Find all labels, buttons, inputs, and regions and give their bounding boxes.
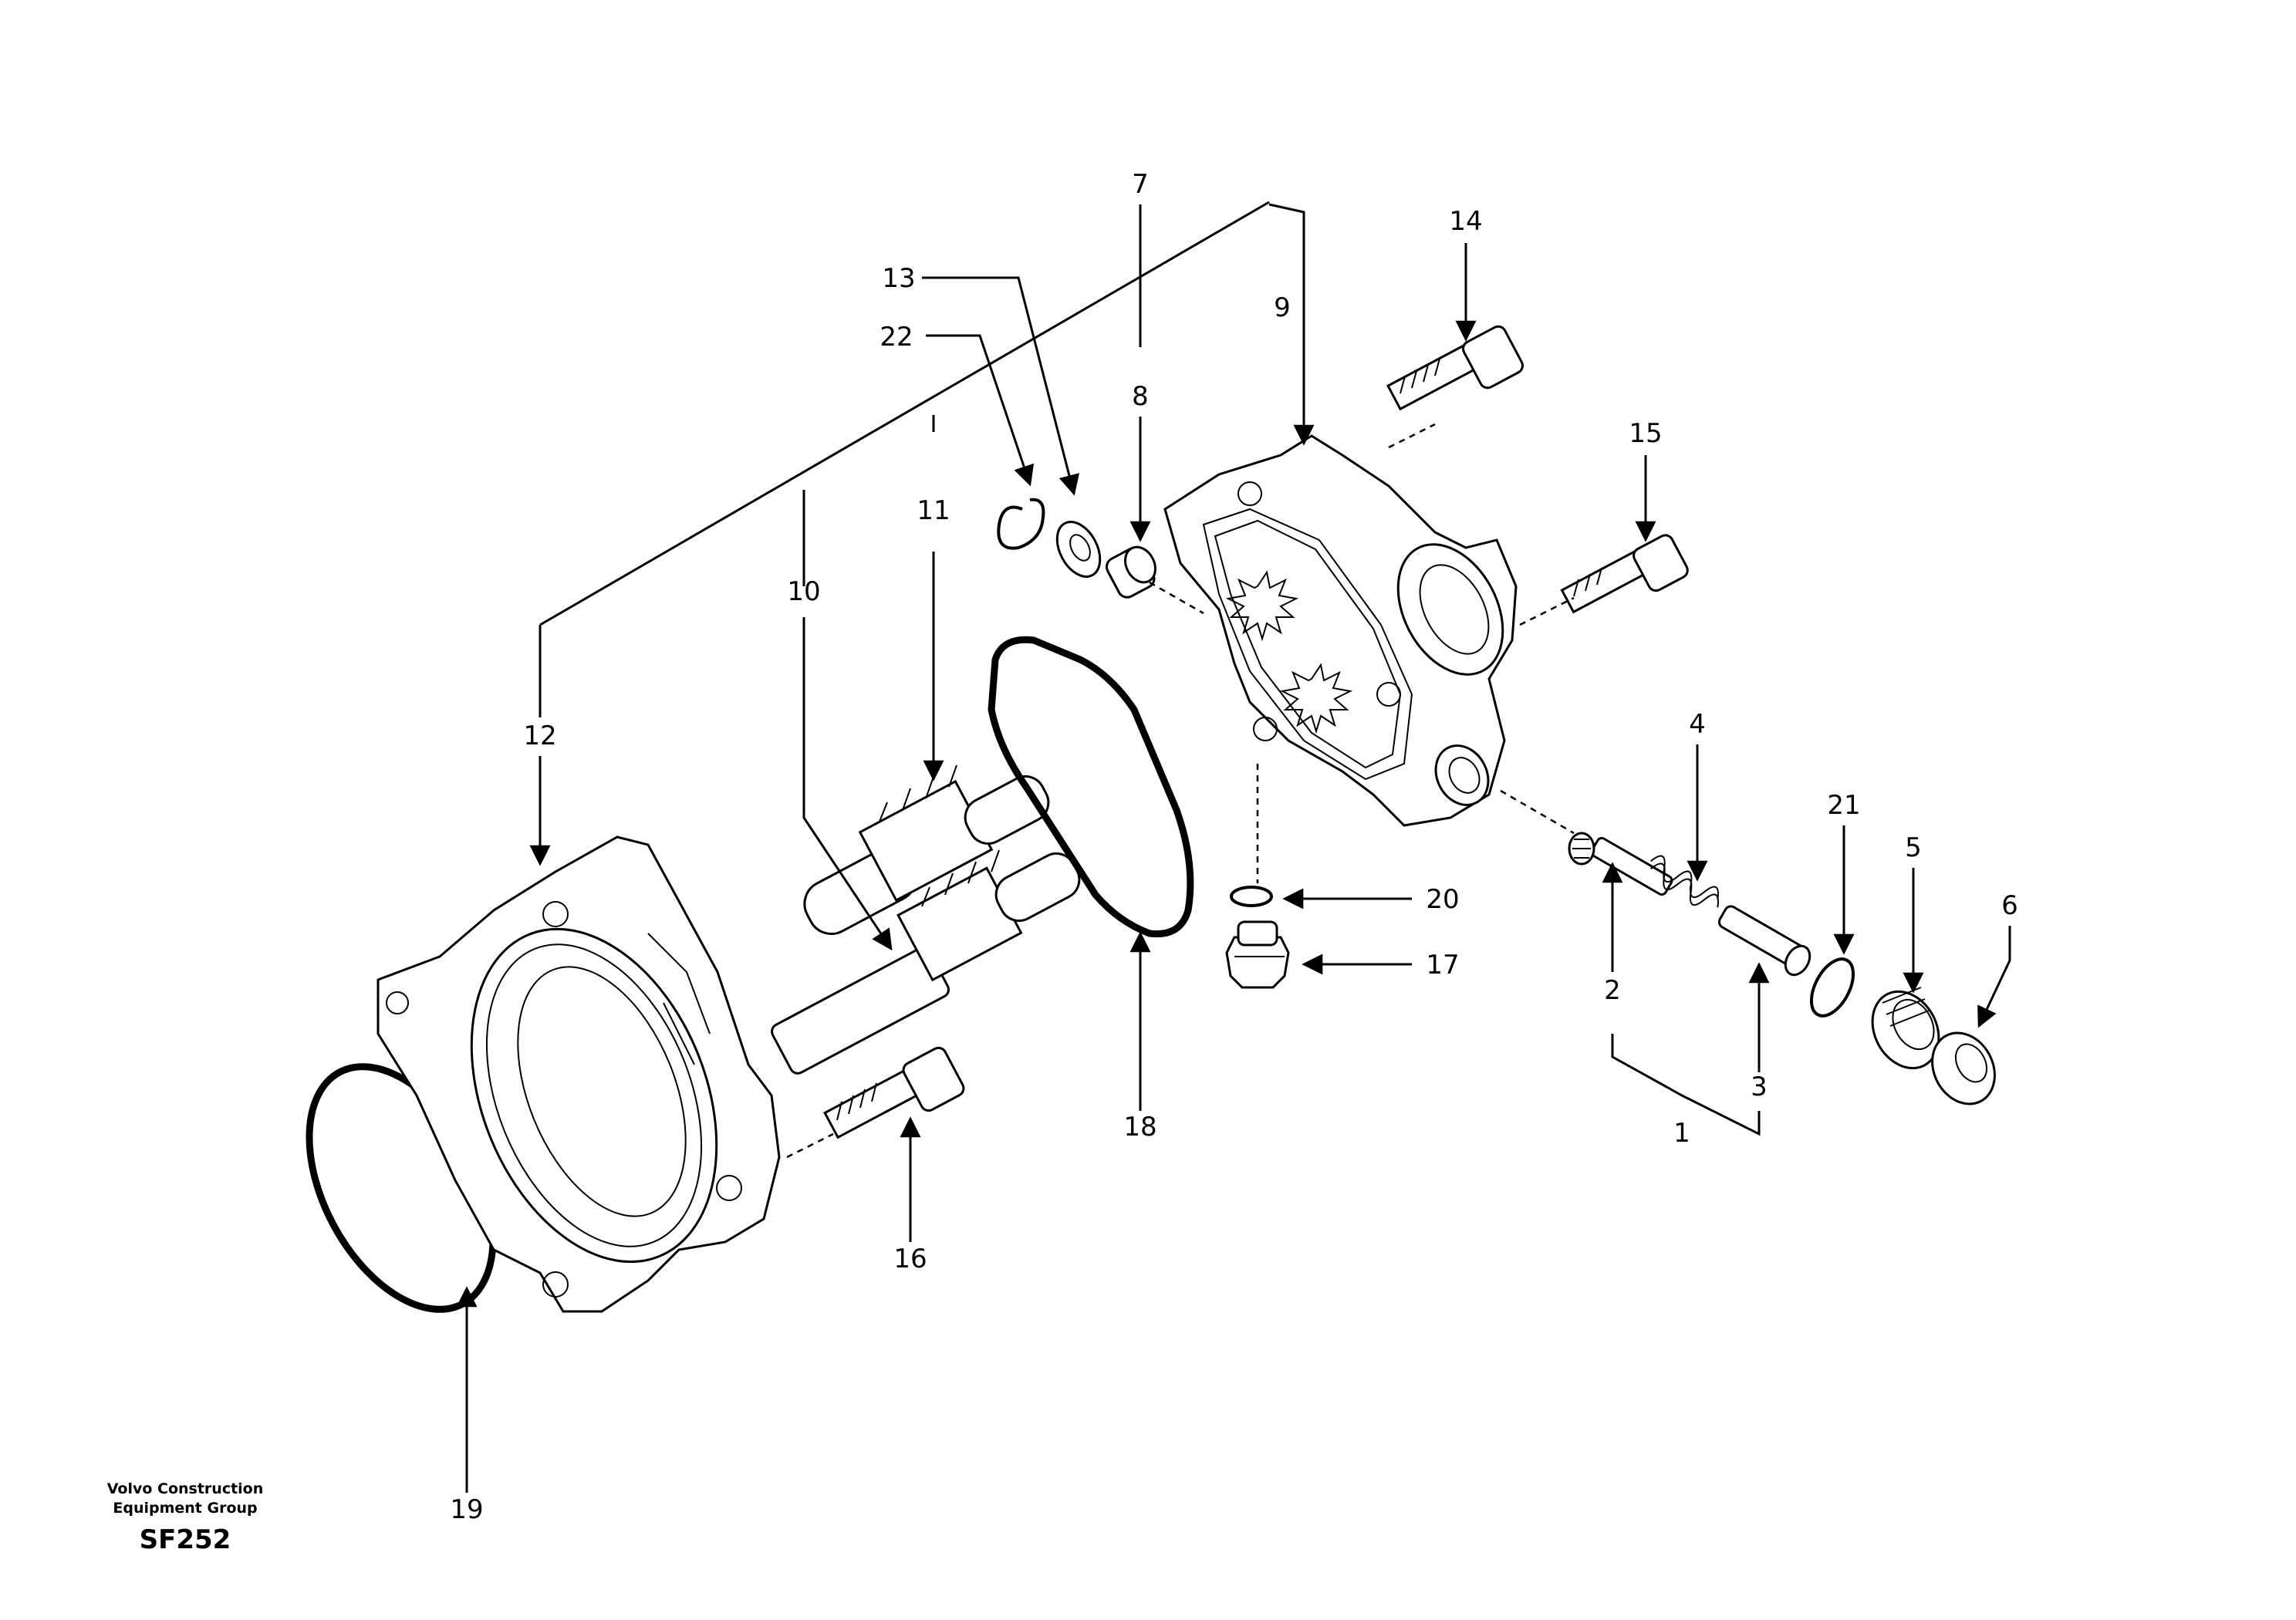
callout-18: 18 bbox=[1123, 1112, 1156, 1142]
o-ring-21 bbox=[1809, 957, 1855, 1018]
o-ring-18 bbox=[988, 636, 1194, 938]
callout-14: 14 bbox=[1449, 206, 1482, 237]
plug-17 bbox=[1225, 920, 1290, 989]
callout-1: 1 bbox=[1673, 1118, 1690, 1149]
callout-11: 11 bbox=[917, 495, 950, 526]
plug-5 bbox=[1871, 987, 1940, 1070]
assembly-lines bbox=[786, 423, 1575, 1159]
callout-8: 8 bbox=[1132, 381, 1149, 412]
plug-8 bbox=[1105, 545, 1156, 599]
company-name-line1: Volvo Construction bbox=[106, 1480, 264, 1497]
footer-brand: Volvo Construction Equipment Group SF252 bbox=[93, 1480, 278, 1555]
callout-22: 22 bbox=[880, 322, 913, 353]
callout-4: 4 bbox=[1689, 709, 1706, 740]
callout-17: 17 bbox=[1426, 950, 1459, 980]
callout-6: 6 bbox=[2001, 890, 2018, 921]
callout-21: 21 bbox=[1827, 790, 1860, 821]
callout-10: 10 bbox=[787, 576, 820, 607]
callout-2: 2 bbox=[1604, 975, 1621, 1006]
company-name-line2: Equipment Group bbox=[113, 1500, 258, 1517]
pump-cover-9 bbox=[1163, 434, 1518, 827]
callout-19: 19 bbox=[450, 1494, 483, 1525]
screw-16 bbox=[823, 1046, 965, 1139]
callout-20: 20 bbox=[1426, 884, 1459, 915]
callout-9: 9 bbox=[1274, 292, 1291, 323]
pump-body-12 bbox=[376, 835, 781, 1313]
callout-15: 15 bbox=[1629, 418, 1662, 449]
figure-code: SF252 bbox=[139, 1524, 231, 1555]
washer-13 bbox=[1055, 521, 1102, 578]
screw-14 bbox=[1386, 325, 1524, 411]
callout-labels: 7 14 13 9 22 8 15 11 10 4 12 21 5 20 6 1… bbox=[450, 169, 2017, 1525]
circlip-22 bbox=[997, 498, 1045, 550]
nut-6 bbox=[1931, 1031, 1996, 1105]
callout-12: 12 bbox=[523, 721, 556, 751]
seal-20 bbox=[1230, 886, 1273, 907]
callout-5: 5 bbox=[1905, 832, 1922, 863]
callout-3: 3 bbox=[1751, 1072, 1768, 1102]
callout-16: 16 bbox=[893, 1244, 927, 1274]
screw-15 bbox=[1560, 534, 1689, 614]
valve-3 bbox=[1717, 905, 1811, 977]
poppet-2 bbox=[1568, 832, 1673, 896]
gear-shaft-10 bbox=[771, 849, 1081, 1075]
callout-13: 13 bbox=[882, 263, 915, 294]
callout-7: 7 bbox=[1132, 169, 1149, 200]
leader-lines bbox=[456, 201, 2011, 1493]
